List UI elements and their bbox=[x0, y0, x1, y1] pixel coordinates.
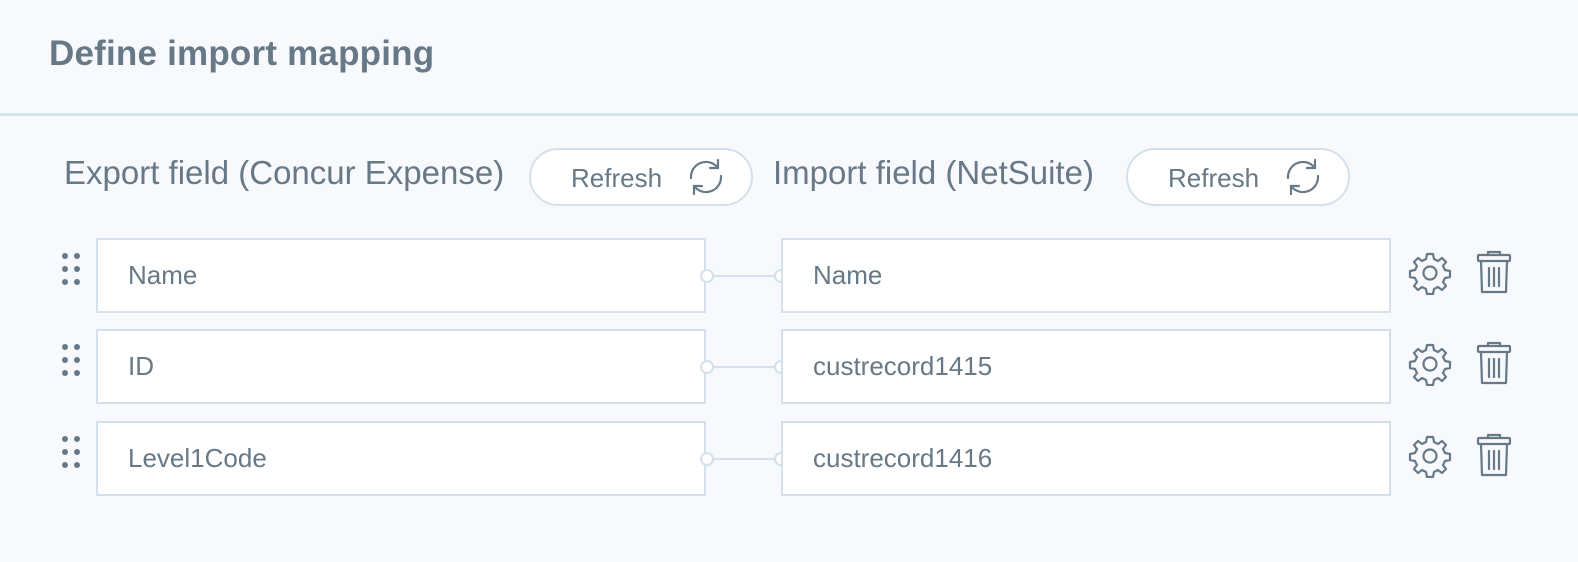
page-title: Define import mapping bbox=[49, 34, 435, 73]
connector-line-icon bbox=[700, 452, 788, 466]
connector-line-icon bbox=[700, 269, 788, 283]
refresh-icon bbox=[689, 158, 723, 196]
page-header: Define import mapping bbox=[0, 0, 1578, 116]
refresh-button-label: Refresh bbox=[571, 163, 663, 193]
refresh-button-label: Refresh bbox=[1168, 163, 1260, 193]
mapping-row: Level1Code custrecord1416 bbox=[0, 421, 1578, 497]
drag-handle-icon[interactable] bbox=[60, 435, 82, 469]
import-field-input[interactable]: custrecord1415 bbox=[781, 329, 1391, 404]
drag-handle-icon[interactable] bbox=[60, 343, 82, 377]
trash-icon[interactable] bbox=[1475, 432, 1513, 478]
import-refresh-button[interactable]: Refresh bbox=[1126, 148, 1350, 206]
import-field-heading: Import field (NetSuite) bbox=[773, 154, 1094, 191]
drag-handle-icon[interactable] bbox=[60, 252, 82, 286]
trash-icon[interactable] bbox=[1475, 340, 1513, 386]
export-refresh-button[interactable]: Refresh bbox=[529, 148, 753, 206]
connector-line-icon bbox=[700, 360, 788, 374]
export-field-heading: Export field (Concur Expense) bbox=[64, 154, 505, 191]
export-field-input[interactable]: ID bbox=[96, 329, 706, 404]
gear-icon[interactable] bbox=[1408, 342, 1452, 386]
export-field-input[interactable]: Level1Code bbox=[96, 421, 706, 496]
gear-icon[interactable] bbox=[1408, 251, 1452, 295]
import-field-input[interactable]: Name bbox=[781, 238, 1391, 313]
gear-icon[interactable] bbox=[1408, 434, 1452, 478]
export-field-input[interactable]: Name bbox=[96, 238, 706, 313]
trash-icon[interactable] bbox=[1475, 249, 1513, 295]
mapping-row: Name Name bbox=[0, 238, 1578, 314]
mapping-row: ID custrecord1415 bbox=[0, 329, 1578, 405]
refresh-icon bbox=[1286, 158, 1320, 196]
import-field-input[interactable]: custrecord1416 bbox=[781, 421, 1391, 496]
